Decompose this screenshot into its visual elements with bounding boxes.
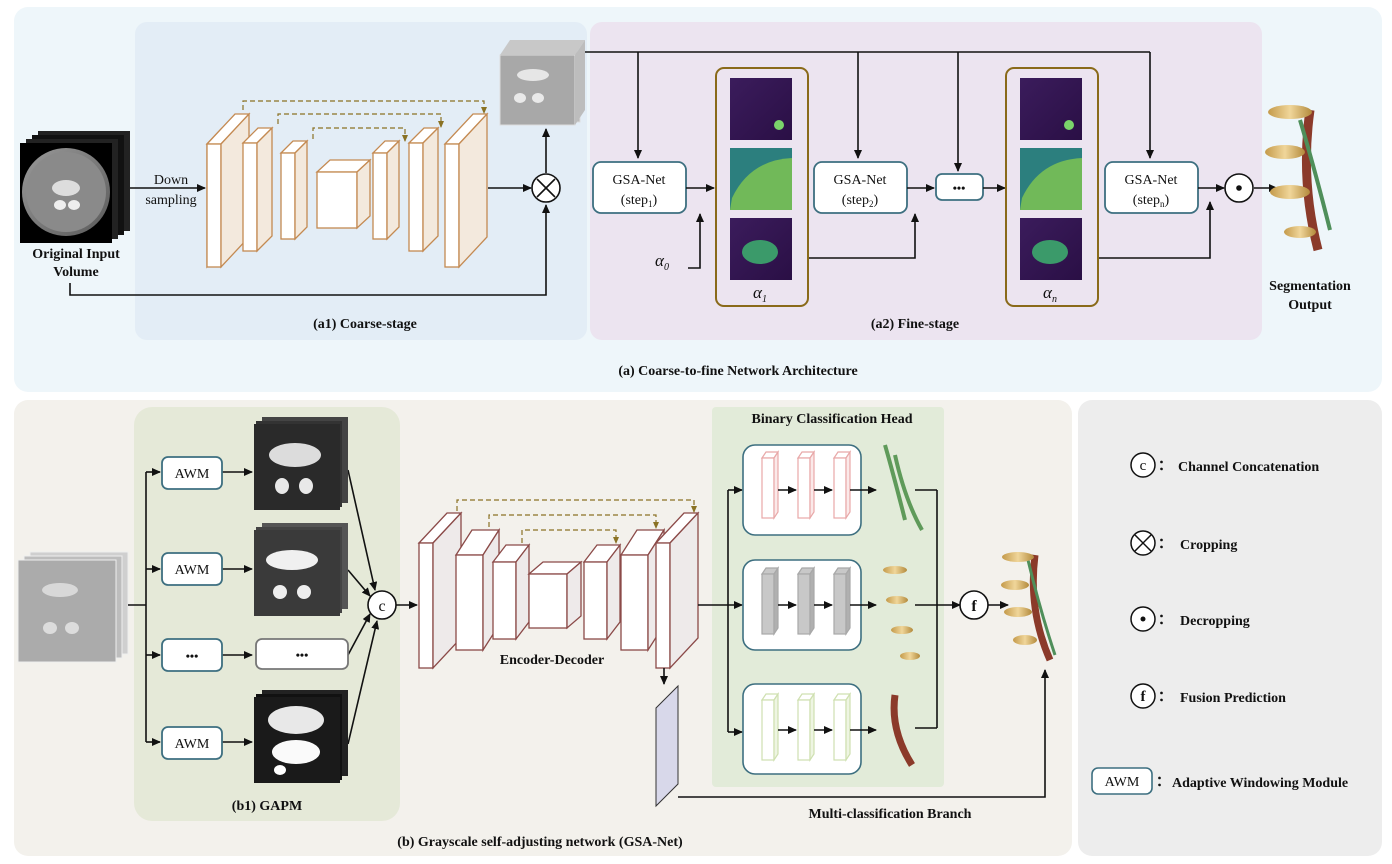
svg-text:Fusion Prediction: Fusion Prediction (1180, 691, 1286, 706)
awm-box-4: AWM (161, 726, 223, 760)
svg-text:AWM: AWM (175, 467, 210, 482)
downsample-label-line2: sampling (145, 193, 196, 208)
head-branch-vertebra (742, 559, 862, 651)
binary-head-label: Binary Classification Head (751, 412, 912, 427)
legend-item-awm: AWM ： Adaptive Windowing Module (1091, 767, 1348, 795)
input-label-line1: Original Input (32, 247, 120, 262)
input-label-line2: Volume (53, 265, 98, 280)
gsa-net-step2-name: GSA-Net (834, 173, 887, 188)
gsa-net-step1-step: step (625, 193, 648, 208)
awm-box-1: AWM (161, 456, 223, 490)
original-input-volume (20, 131, 130, 243)
head-output-bone (883, 566, 920, 660)
svg-text:AWM: AWM (175, 737, 210, 752)
segmentation-output-image (1265, 105, 1332, 252)
gsa-net-step2: GSA-Net (step2) (813, 161, 908, 214)
cropping-operator (531, 173, 561, 203)
legend-item-cropping: ： Cropping (1130, 530, 1237, 556)
svg-text:c: c (1140, 458, 1147, 474)
windowed-ct-4 (254, 690, 348, 783)
legend-panel (1078, 400, 1382, 856)
concat-operator: c (367, 590, 397, 620)
gsa-net-stepn: GSA-Net (stepn) (1104, 161, 1199, 214)
gsa-input-volume (17, 551, 129, 663)
svg-text:：: ： (1158, 537, 1172, 552)
svg-text:Decropping: Decropping (1180, 614, 1250, 629)
svg-text:f: f (1141, 689, 1147, 705)
cropped-volume (499, 40, 585, 126)
head-internal-arrows (778, 486, 877, 734)
head-output-vessel (890, 694, 915, 767)
gsa-net-step1: GSA-Net (step1) (592, 161, 687, 214)
encoder-skip-connections (456, 499, 697, 544)
svg-text:(stepn): (stepn) (1133, 193, 1170, 209)
alpha1-label: α1 (753, 283, 767, 305)
gsa-output-image (1001, 552, 1057, 662)
gsa-net-step2-sub: 2 (869, 199, 874, 209)
fine-stage-caption: (a2) Fine-stage (871, 317, 959, 332)
svg-text:：: ： (1158, 459, 1172, 474)
legend-item-fusion: f ： Fusion Prediction (1130, 683, 1286, 709)
svg-text:：: ： (1156, 775, 1170, 790)
svg-text:Channel Concatenation: Channel Concatenation (1178, 460, 1319, 475)
svg-text:f: f (971, 598, 977, 615)
coarse-skip-connections (242, 100, 487, 142)
alphan-label: αn (1043, 283, 1057, 305)
windowed-ct-2 (254, 523, 348, 616)
svg-text:：: ： (1158, 613, 1172, 628)
svg-text:(step2): (step2) (842, 193, 879, 209)
legend-item-concat: c ： Channel Concatenation (1130, 452, 1319, 478)
svg-text:AWM: AWM (175, 563, 210, 578)
multi-class-feature (655, 684, 679, 808)
downsample-label-line1: Down (154, 173, 188, 188)
alpha1-maps: α1 (715, 67, 809, 307)
svg-text:：: ： (1158, 690, 1172, 705)
head-branch-vessel (742, 683, 862, 775)
ellipsis-box-b1: ••• (161, 638, 223, 672)
input-skip-line (69, 204, 550, 296)
head-output-green (883, 444, 924, 531)
gapm-caption: (b1) GAPM (232, 799, 302, 814)
multi-branch-label: Multi-classification Branch (809, 807, 972, 822)
fine-stage-bus (585, 51, 1154, 172)
fusion-operator: f (959, 590, 989, 620)
ellipsis-box-b2: ••• (255, 638, 349, 670)
awm-box-2: AWM (161, 552, 223, 586)
binary-head-feed-lines (698, 486, 743, 736)
legend-item-decropping: ： Decropping (1130, 606, 1250, 632)
svg-text:•••: ••• (953, 181, 966, 195)
svg-text:Cropping: Cropping (1180, 538, 1237, 553)
output-label-line1: Segmentation (1269, 279, 1351, 294)
gsa-net-stepn-name: GSA-Net (1125, 173, 1178, 188)
svg-text:c: c (378, 598, 385, 615)
svg-text:•••: ••• (296, 648, 309, 662)
svg-text:Adaptive Windowing Module: Adaptive Windowing Module (1172, 776, 1348, 791)
multi-branch-line (678, 669, 1049, 798)
gsa-net-step2-step: step (846, 193, 869, 208)
alphan-maps: αn (1005, 67, 1099, 307)
alpha0-label: α0 (655, 251, 669, 273)
coarse-unet (205, 112, 489, 269)
svg-text:•••: ••• (186, 649, 199, 663)
ellipsis-box-a: ••• (935, 173, 984, 201)
decropping-operator (1224, 173, 1254, 203)
encoder-decoder-unet (417, 511, 700, 670)
svg-text:AWM: AWM (1105, 775, 1140, 790)
gsa-net-stepn-step: step (1137, 193, 1160, 208)
panel-a-caption: (a) Coarse-to-fine Network Architecture (618, 364, 857, 379)
fine-stage-flow-arrows (686, 184, 1278, 269)
gapm-branch-lines (128, 468, 380, 746)
head-branch-bone (742, 444, 862, 536)
coarse-stage-caption: (a1) Coarse-stage (313, 317, 417, 332)
gsa-net-step1-name: GSA-Net (613, 173, 666, 188)
gsa-net-stepn-sub: n (1160, 199, 1165, 209)
svg-text:(step1): (step1) (621, 193, 658, 209)
panel-b-caption: (b) Grayscale self-adjusting network (GS… (397, 835, 683, 850)
head-to-fusion-lines (915, 489, 961, 729)
encoder-decoder-label: Encoder-Decoder (500, 653, 604, 668)
gsa-net-step1-sub: 1 (648, 199, 653, 209)
windowed-ct-1 (254, 417, 348, 510)
output-label-line2: Output (1288, 298, 1332, 313)
